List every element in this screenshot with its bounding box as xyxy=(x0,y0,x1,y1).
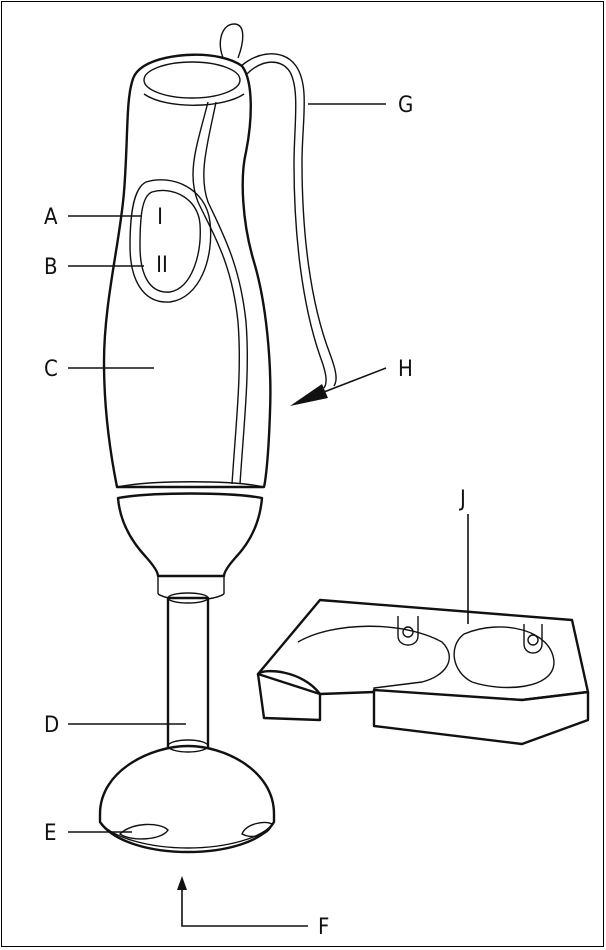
label-d: D xyxy=(44,713,59,738)
arrow-f xyxy=(177,876,187,890)
blade-guard xyxy=(98,739,276,854)
power-cord xyxy=(219,23,337,389)
leader-line-h xyxy=(323,367,387,393)
label-b: B xyxy=(44,255,58,280)
speed-1-button-mark: I xyxy=(157,205,163,230)
label-g: G xyxy=(398,93,413,118)
label-j: J xyxy=(458,487,466,512)
label-f: F xyxy=(318,915,329,940)
speed-2-button-mark: II xyxy=(156,253,168,278)
leader-line-f xyxy=(181,882,308,927)
arrow-h xyxy=(290,384,328,406)
wall-holder xyxy=(256,598,590,746)
label-c: C xyxy=(44,357,58,382)
label-e: E xyxy=(44,821,57,846)
label-h: H xyxy=(398,357,413,382)
label-a: A xyxy=(44,205,58,230)
motor-handle xyxy=(102,53,272,601)
